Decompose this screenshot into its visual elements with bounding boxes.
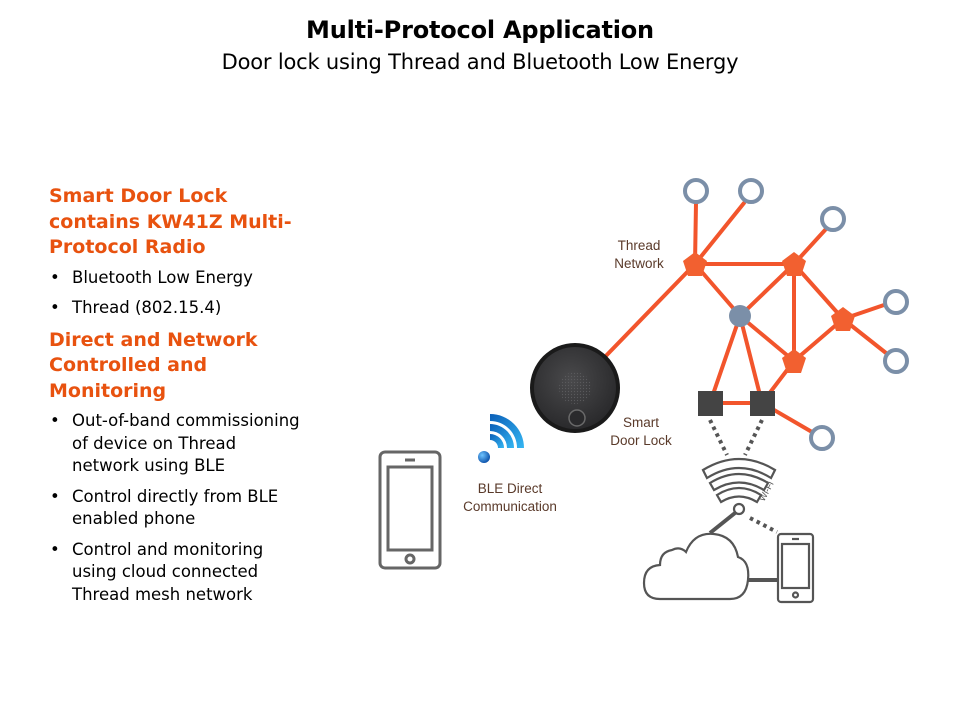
- bullet-dot: •: [50, 298, 60, 317]
- page-title: Multi-Protocol Application: [306, 16, 654, 44]
- router-node: [683, 252, 707, 276]
- smart-door-lock: [530, 343, 620, 433]
- small-phone-icon: [776, 532, 815, 604]
- bullet-item: • Bluetooth Low Energy: [49, 267, 349, 290]
- end-device-node: [809, 425, 835, 451]
- end-device-node: [683, 178, 709, 204]
- bullet-dot: •: [50, 267, 60, 287]
- cloud-icon: [642, 532, 750, 601]
- thread-network-label: Thread Network: [606, 237, 672, 273]
- page-subtitle: Door lock using Thread and Bluetooth Low…: [221, 50, 739, 74]
- heading-line: Direct and Network: [49, 328, 258, 351]
- mesh-link: [792, 262, 845, 321]
- label-line: BLE Direct: [477, 481, 543, 496]
- section-radio: Smart Door Lock contains KW41Z Multi- Pr…: [49, 184, 349, 320]
- bullet-dot: •: [50, 539, 60, 559]
- mesh-link: [738, 314, 796, 363]
- border-router-node: [698, 391, 723, 416]
- wifi-label: Wi-Fi: [757, 480, 776, 503]
- router-nodes: [683, 252, 855, 373]
- bullet-dot: •: [50, 411, 60, 430]
- label-line: Door Lock: [610, 433, 672, 448]
- wifi-router-icon: [701, 458, 777, 535]
- bullet-text: Control and monitoring: [72, 539, 264, 559]
- bullet-list: • Bluetooth Low Energy • Thread (802.15.4): [49, 267, 349, 320]
- end-device-node: [883, 289, 909, 315]
- router-node: [782, 252, 806, 276]
- section-heading: Smart Door Lock contains KW41Z Multi- Pr…: [49, 184, 349, 261]
- bullet-text: using cloud connected: [72, 562, 259, 581]
- label-line: Smart: [622, 415, 659, 430]
- mesh-link: [708, 314, 742, 405]
- border-router-node: [750, 391, 775, 416]
- bullet-dot: •: [50, 486, 60, 506]
- end-device-node: [738, 178, 764, 204]
- bullet-text: Thread (802.15.4): [72, 298, 222, 317]
- end-device-node: [820, 206, 846, 232]
- mesh-link: [738, 262, 796, 318]
- bullet-text: of device on Thread: [72, 433, 237, 453]
- bullet-item: • Out-of-band commissioning of device on T…: [49, 410, 349, 478]
- smart-door-lock-label: Smart Door Lock: [600, 414, 682, 450]
- mesh-link: [693, 201, 746, 266]
- section-control: Direct and Network Controlled and Monito…: [49, 328, 349, 607]
- bullet-text: Bluetooth Low Energy: [72, 267, 253, 287]
- label-line: Network: [614, 256, 664, 271]
- bullet-item: • Thread (802.15.4): [49, 297, 349, 320]
- bullet-list: • Out-of-band commissioning of device on T…: [49, 410, 349, 606]
- heading-line: Protocol Radio: [49, 236, 206, 258]
- heading-line: contains KW41Z Multi-: [49, 210, 292, 233]
- heading-line: Controlled and: [49, 354, 208, 376]
- bullet-text: Out-of-band commissioning: [72, 411, 300, 430]
- label-line: Communication: [463, 499, 557, 514]
- mesh-link: [738, 314, 764, 405]
- bullet-item: • Control directly from BLE enabled phone: [49, 486, 349, 531]
- smartphone-icon: [378, 450, 442, 570]
- heading-line: Monitoring: [49, 379, 167, 402]
- leader-node: [729, 305, 751, 327]
- heading-line: Smart Door Lock: [49, 185, 228, 207]
- border-routers: [698, 391, 775, 416]
- bullet-text: Thread mesh network: [72, 584, 253, 604]
- ble-direct-label: BLE Direct Communication: [452, 480, 568, 516]
- bullet-text: network using BLE: [72, 456, 226, 475]
- section-heading: Direct and Network Controlled and Monito…: [49, 328, 349, 405]
- router-node: [782, 349, 806, 373]
- end-device-node: [883, 348, 909, 374]
- bullet-text: enabled phone: [72, 509, 196, 528]
- wifi-dotted-links: [708, 419, 778, 534]
- bullet-text: Control directly from BLE: [72, 486, 279, 506]
- end-devices: [683, 178, 909, 451]
- bullet-item: • Control and monitoring using cloud conne…: [49, 539, 349, 607]
- ble-signal-icon: [478, 414, 524, 463]
- mesh-link: [598, 262, 697, 364]
- label-line: Thread: [617, 238, 661, 253]
- text-panel: Smart Door Lock contains KW41Z Multi- Pr…: [49, 184, 349, 614]
- router-node: [831, 307, 855, 331]
